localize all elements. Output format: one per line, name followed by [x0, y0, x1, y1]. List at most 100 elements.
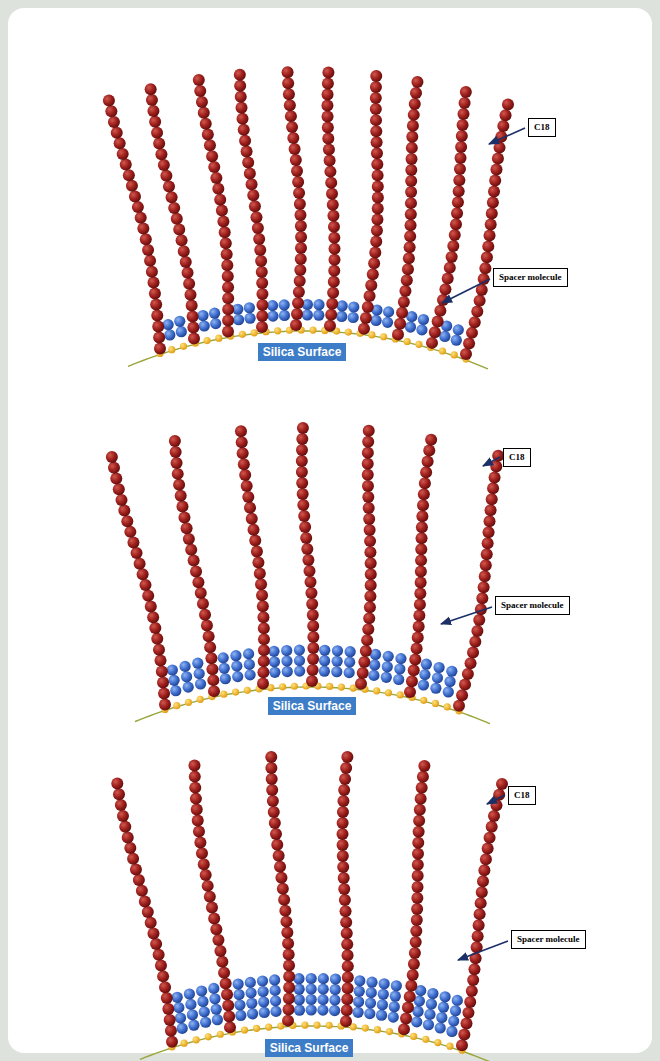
carbon-bead [251, 546, 263, 558]
carbon-bead [284, 99, 296, 111]
spacer-bead [270, 1006, 281, 1017]
carbon-bead [154, 342, 166, 354]
carbon-bead [282, 77, 294, 89]
carbon-bead [453, 700, 465, 712]
carbon-bead [134, 558, 146, 570]
carbon-bead [137, 222, 149, 234]
carbon-bead [190, 565, 202, 577]
carbon-bead [246, 513, 258, 525]
spacer-bead [185, 999, 196, 1010]
spacer-bead [354, 986, 365, 997]
carbon-bead [456, 1039, 468, 1051]
carbon-bead [328, 221, 340, 233]
carbon-bead [196, 96, 208, 108]
carbon-bead [342, 949, 354, 961]
surface-atom [265, 1023, 272, 1030]
carbon-bead [342, 982, 354, 994]
carbon-bead [157, 970, 169, 982]
c18-chain [103, 95, 166, 355]
carbon-bead [479, 262, 491, 274]
c18-chain [321, 67, 340, 332]
surface-atom [434, 1039, 441, 1046]
carbon-bead [238, 458, 250, 470]
spacer-bead [244, 313, 255, 324]
carbon-bead [296, 466, 308, 478]
spacer-bead [231, 661, 242, 672]
spacer-bead [257, 975, 268, 986]
carbon-bead [338, 784, 350, 796]
carbon-bead [489, 174, 501, 186]
carbon-bead [199, 609, 211, 621]
carbon-bead [339, 773, 351, 785]
c18-chain [169, 435, 220, 697]
carbon-bead [224, 1021, 236, 1033]
carbon-bead [478, 864, 490, 876]
carbon-bead [218, 967, 230, 979]
carbon-bead [488, 810, 500, 822]
carbon-bead [405, 219, 417, 231]
carbon-bead [118, 505, 130, 517]
carbon-bead [217, 215, 229, 227]
carbon-bead [412, 881, 424, 893]
carbon-bead [449, 229, 461, 241]
spacer-bead [243, 648, 254, 659]
carbon-bead [146, 266, 158, 278]
carbon-bead [166, 1036, 178, 1048]
carbon-bead [459, 97, 471, 109]
carbon-bead [466, 327, 478, 339]
carbon-bead [183, 533, 195, 545]
carbon-bead [153, 644, 165, 656]
spacer-bead [199, 1006, 210, 1017]
carbon-bead [464, 996, 476, 1008]
spacer-bead [336, 311, 347, 322]
spacer-bead [208, 983, 219, 994]
carbon-bead [147, 611, 159, 623]
carbon-bead [410, 87, 422, 99]
carbon-bead [408, 664, 420, 676]
carbon-bead [447, 240, 459, 252]
carbon-bead [461, 1018, 473, 1030]
carbon-bead [328, 276, 340, 288]
spacer-bead [421, 659, 432, 670]
spacer-bead [318, 973, 329, 984]
leader-line [487, 795, 505, 804]
carbon-bead [151, 127, 163, 139]
spacer-bead [210, 318, 221, 329]
carbon-bead [485, 504, 497, 516]
spacer-bead [197, 996, 208, 1007]
c18-chain [404, 434, 437, 698]
spacer-bead [167, 664, 178, 675]
surface-atom [446, 1043, 453, 1050]
carbon-bead [110, 473, 122, 485]
carbon-bead [337, 839, 349, 851]
carbon-bead [341, 751, 353, 763]
carbon-bead [469, 636, 481, 648]
carbon-bead [404, 230, 416, 242]
carbon-bead [416, 510, 428, 522]
carbon-bead [419, 477, 431, 489]
carbon-bead [328, 232, 340, 244]
spacer-bead [188, 1020, 199, 1031]
carbon-bead [327, 287, 339, 299]
spacer-bead [306, 973, 317, 984]
surface-atom [251, 329, 258, 336]
carbon-bead [363, 425, 375, 437]
carbon-bead [486, 207, 498, 219]
carbon-bead [432, 315, 444, 327]
spacer-bead [233, 978, 244, 989]
carbon-bead [341, 938, 353, 950]
carbon-bead [254, 244, 266, 256]
carbon-bead [265, 751, 277, 763]
carbon-bead [444, 262, 456, 274]
carbon-bead [265, 762, 277, 774]
spacer-bead [364, 1008, 375, 1019]
carbon-bead [490, 163, 502, 175]
surface-atom [279, 683, 286, 690]
carbon-bead [145, 600, 157, 612]
carbon-bead [258, 622, 270, 634]
carbon-bead [413, 826, 425, 838]
carbon-bead [434, 305, 446, 317]
carbon-bead [198, 107, 210, 119]
carbon-bead [404, 991, 416, 1003]
carbon-bead [365, 568, 377, 580]
